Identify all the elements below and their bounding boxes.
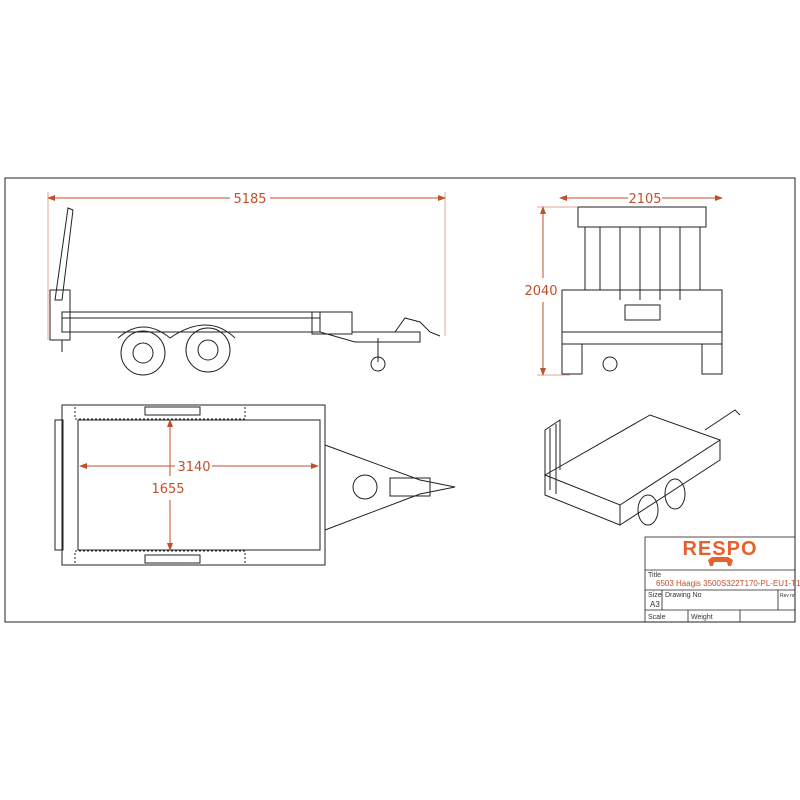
boar-logo-icon — [708, 557, 733, 566]
svg-text:Rev nr: Rev nr — [780, 593, 795, 599]
drawing-border — [4, 177, 796, 623]
svg-text:1655: 1655 — [151, 482, 184, 497]
svg-text:2105: 2105 — [628, 192, 661, 207]
dimension-label: 5185 — [233, 192, 266, 207]
isometric-view — [543, 409, 741, 526]
side-view — [49, 207, 441, 376]
svg-text:Title: Title — [648, 572, 661, 579]
svg-text:6503 Haagis 3500S322T170-PL-EU: 6503 Haagis 3500S322T170-PL-EU1-T1 — [656, 579, 800, 588]
svg-text:Size: Size — [648, 592, 662, 599]
svg-text:Drawing No: Drawing No — [665, 592, 702, 599]
svg-text:Weight: Weight — [691, 614, 713, 621]
dimension-deck-width: 1655 — [151, 419, 185, 551]
svg-text:Scale: Scale — [648, 614, 666, 621]
dimension-overall-length: 5185 — [47, 192, 446, 340]
svg-text:A3: A3 — [650, 600, 660, 609]
brand-logo: RESPO — [682, 538, 757, 560]
front-view — [561, 206, 723, 375]
top-view — [54, 404, 456, 566]
title-block — [644, 536, 796, 623]
dimension-overall-width: 2105 — [559, 192, 723, 207]
svg-text:3140: 3140 — [177, 460, 210, 475]
dimension-deck-length: 3140 — [79, 460, 319, 475]
svg-text:2040: 2040 — [524, 284, 557, 299]
dimension-overall-height: 2040 — [524, 206, 578, 376]
